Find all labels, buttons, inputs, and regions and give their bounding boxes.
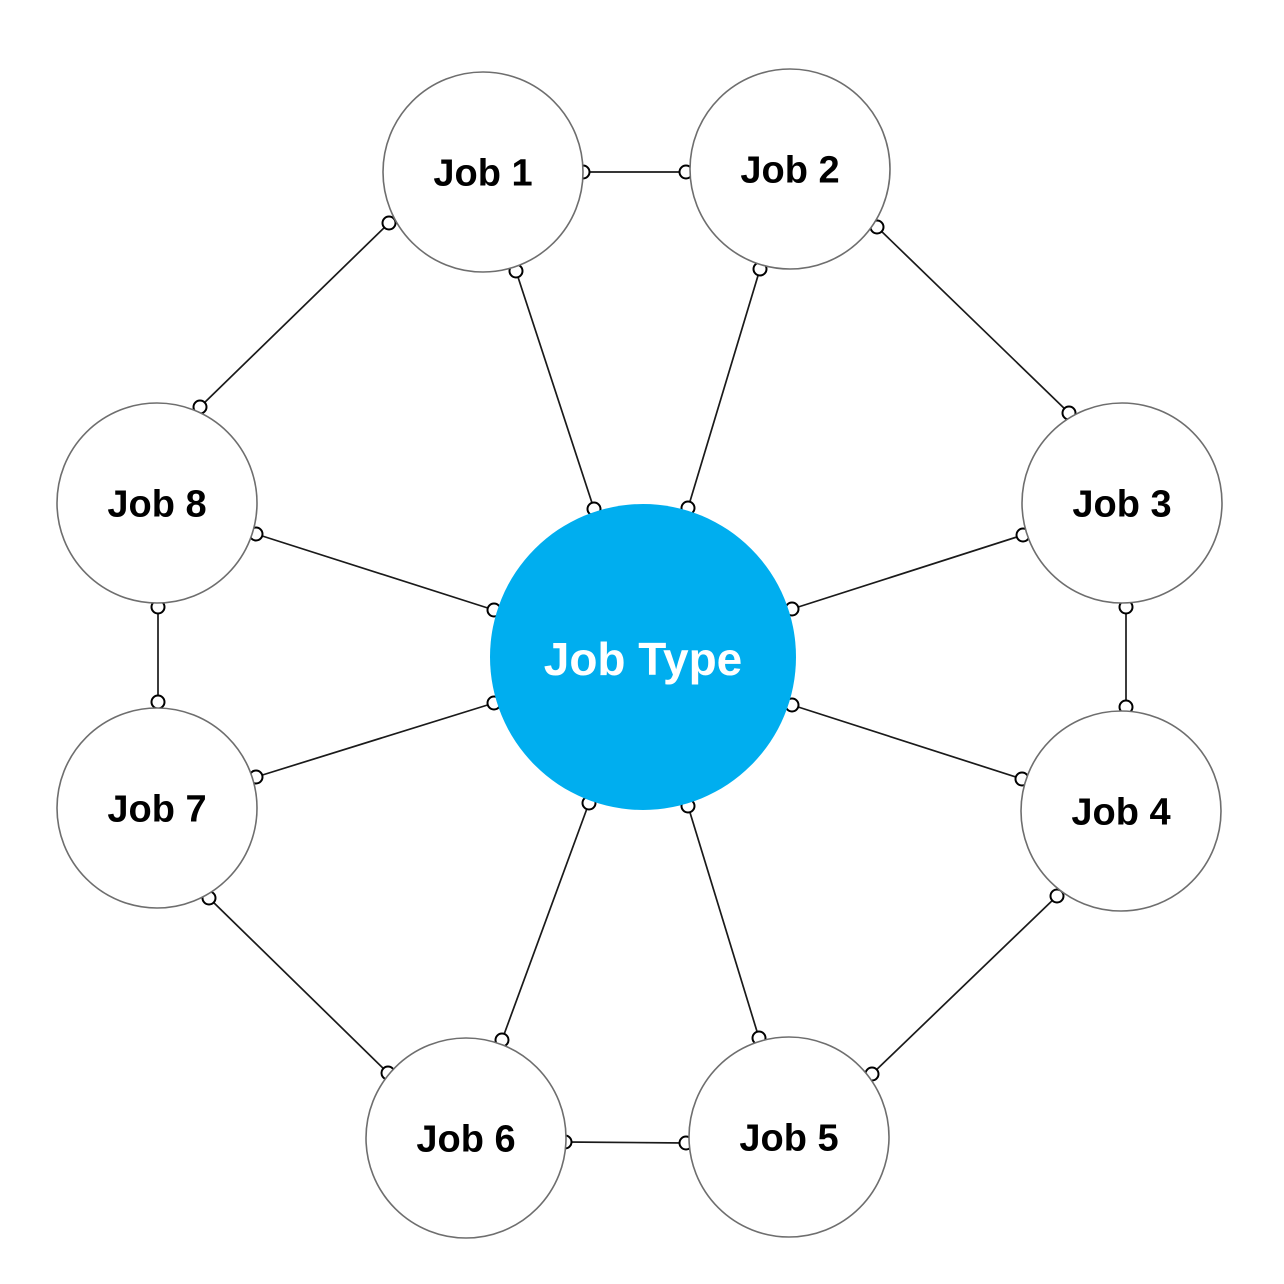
edge-line xyxy=(199,222,390,408)
edge-job-type--job-2 xyxy=(680,261,768,516)
edge-line xyxy=(255,702,495,778)
node-circle[interactable] xyxy=(56,707,258,909)
edge-job-type--job-8 xyxy=(248,526,502,618)
node-label: Job 3 xyxy=(1072,483,1171,525)
node-label: Job 4 xyxy=(1071,791,1170,833)
node-circle[interactable] xyxy=(1021,402,1223,604)
edge-line xyxy=(791,704,1023,780)
edge-job-2--job-3 xyxy=(869,219,1077,421)
edge-line xyxy=(564,1141,687,1144)
edge-job-5--job-6 xyxy=(557,1134,694,1151)
edge-job-type--job-1 xyxy=(508,263,602,517)
center-label: Job Type xyxy=(544,633,743,685)
node-job-1[interactable]: Job 1 xyxy=(382,71,584,273)
node-circle[interactable] xyxy=(688,1036,890,1238)
node-job-type[interactable]: Job Type xyxy=(490,504,796,810)
edge-job-1--job-2 xyxy=(575,164,694,180)
connector-endpoint xyxy=(150,694,166,710)
node-job-4[interactable]: Job 4 xyxy=(1020,710,1222,912)
node-job-7[interactable]: Job 7 xyxy=(56,707,258,909)
edge-job-7--job-8 xyxy=(150,599,166,710)
node-job-5[interactable]: Job 5 xyxy=(688,1036,890,1238)
node-job-2[interactable]: Job 2 xyxy=(689,68,891,270)
node-label: Job 1 xyxy=(433,152,532,194)
edge-line xyxy=(501,802,590,1041)
edge-job-3--job-4 xyxy=(1118,599,1134,715)
node-label: Job 2 xyxy=(740,149,839,191)
edge-line xyxy=(687,805,760,1039)
center-circle[interactable] xyxy=(490,504,796,810)
edge-line xyxy=(791,534,1024,610)
node-label: Job 8 xyxy=(107,483,206,525)
node-job-6[interactable]: Job 6 xyxy=(365,1037,567,1239)
node-label: Job 6 xyxy=(416,1118,515,1160)
node-job-3[interactable]: Job 3 xyxy=(1021,402,1223,604)
edge-line xyxy=(687,268,761,509)
node-circle[interactable] xyxy=(1020,710,1222,912)
node-circle[interactable] xyxy=(365,1037,567,1239)
edge-line xyxy=(208,897,389,1074)
edge-job-4--job-5 xyxy=(864,888,1065,1082)
node-label: Job 5 xyxy=(739,1117,838,1159)
edge-job-type--job-7 xyxy=(248,695,502,785)
edge-job-type--job-5 xyxy=(680,798,767,1046)
nodes-layer: Job 1 Job 2 Job 3 Job 4 Job 5 Job 6 Job … xyxy=(56,68,1223,1239)
edge-line xyxy=(515,270,595,510)
connector-endpoint xyxy=(381,215,397,231)
edge-job-type--job-6 xyxy=(494,795,597,1048)
edge-job-8--job-1 xyxy=(192,215,397,415)
node-label: Job 7 xyxy=(107,788,206,830)
node-circle[interactable] xyxy=(56,402,258,604)
node-job-8[interactable]: Job 8 xyxy=(56,402,258,604)
edge-line xyxy=(871,895,1058,1075)
node-circle[interactable] xyxy=(382,71,584,273)
edge-job-type--job-3 xyxy=(784,527,1031,617)
edge-job-type--job-4 xyxy=(784,697,1030,787)
edge-line xyxy=(255,533,495,611)
edge-job-6--job-7 xyxy=(201,890,396,1081)
node-circle[interactable] xyxy=(689,68,891,270)
connector-endpoint xyxy=(1049,888,1065,904)
edges-layer xyxy=(150,164,1134,1151)
edge-line xyxy=(876,226,1070,414)
